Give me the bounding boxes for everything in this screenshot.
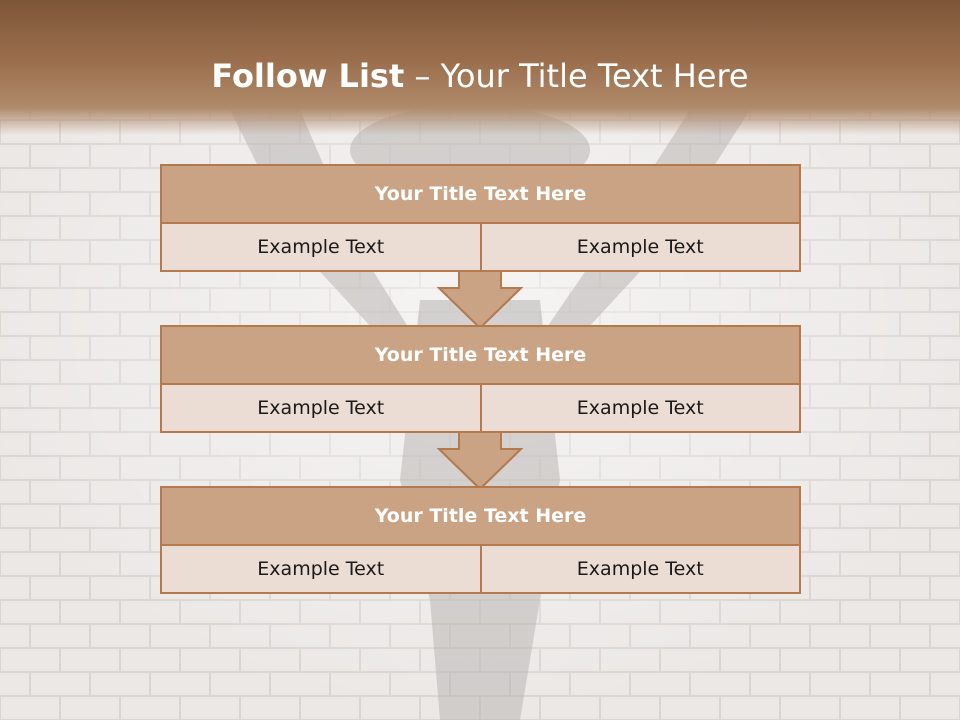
slide-title-rest: – Your Title Text Here — [404, 57, 749, 95]
slide-title-bold: Follow List — [211, 57, 405, 95]
flow-step-cell-left: Example Text — [257, 397, 385, 419]
flow-step-row: Example Text Example Text — [162, 385, 799, 431]
flow-step-cell-right: Example Text — [479, 546, 800, 592]
flow-step-1: Your Title Text Here Example Text Exampl… — [160, 164, 801, 272]
header-band — [0, 0, 960, 135]
flow-step-cell-right: Example Text — [479, 385, 800, 431]
flow-step-row: Example Text Example Text — [162, 224, 799, 270]
down-arrow-icon — [437, 431, 523, 491]
flow-step-title: Your Title Text Here — [162, 488, 799, 546]
flow-step-row: Example Text Example Text — [162, 546, 799, 592]
flow-step-2: Your Title Text Here Example Text Exampl… — [160, 325, 801, 433]
flow-step-title: Your Title Text Here — [162, 166, 799, 224]
down-arrow-icon — [437, 270, 523, 330]
flow-step-cell-left: Example Text — [257, 558, 385, 580]
flow-step-3: Your Title Text Here Example Text Exampl… — [160, 486, 801, 594]
slide-title: Follow List – Your Title Text Here — [0, 52, 960, 100]
flow-step-cell-right: Example Text — [479, 224, 800, 270]
flow-step-cell-left: Example Text — [257, 236, 385, 258]
flow-step-title: Your Title Text Here — [162, 327, 799, 385]
